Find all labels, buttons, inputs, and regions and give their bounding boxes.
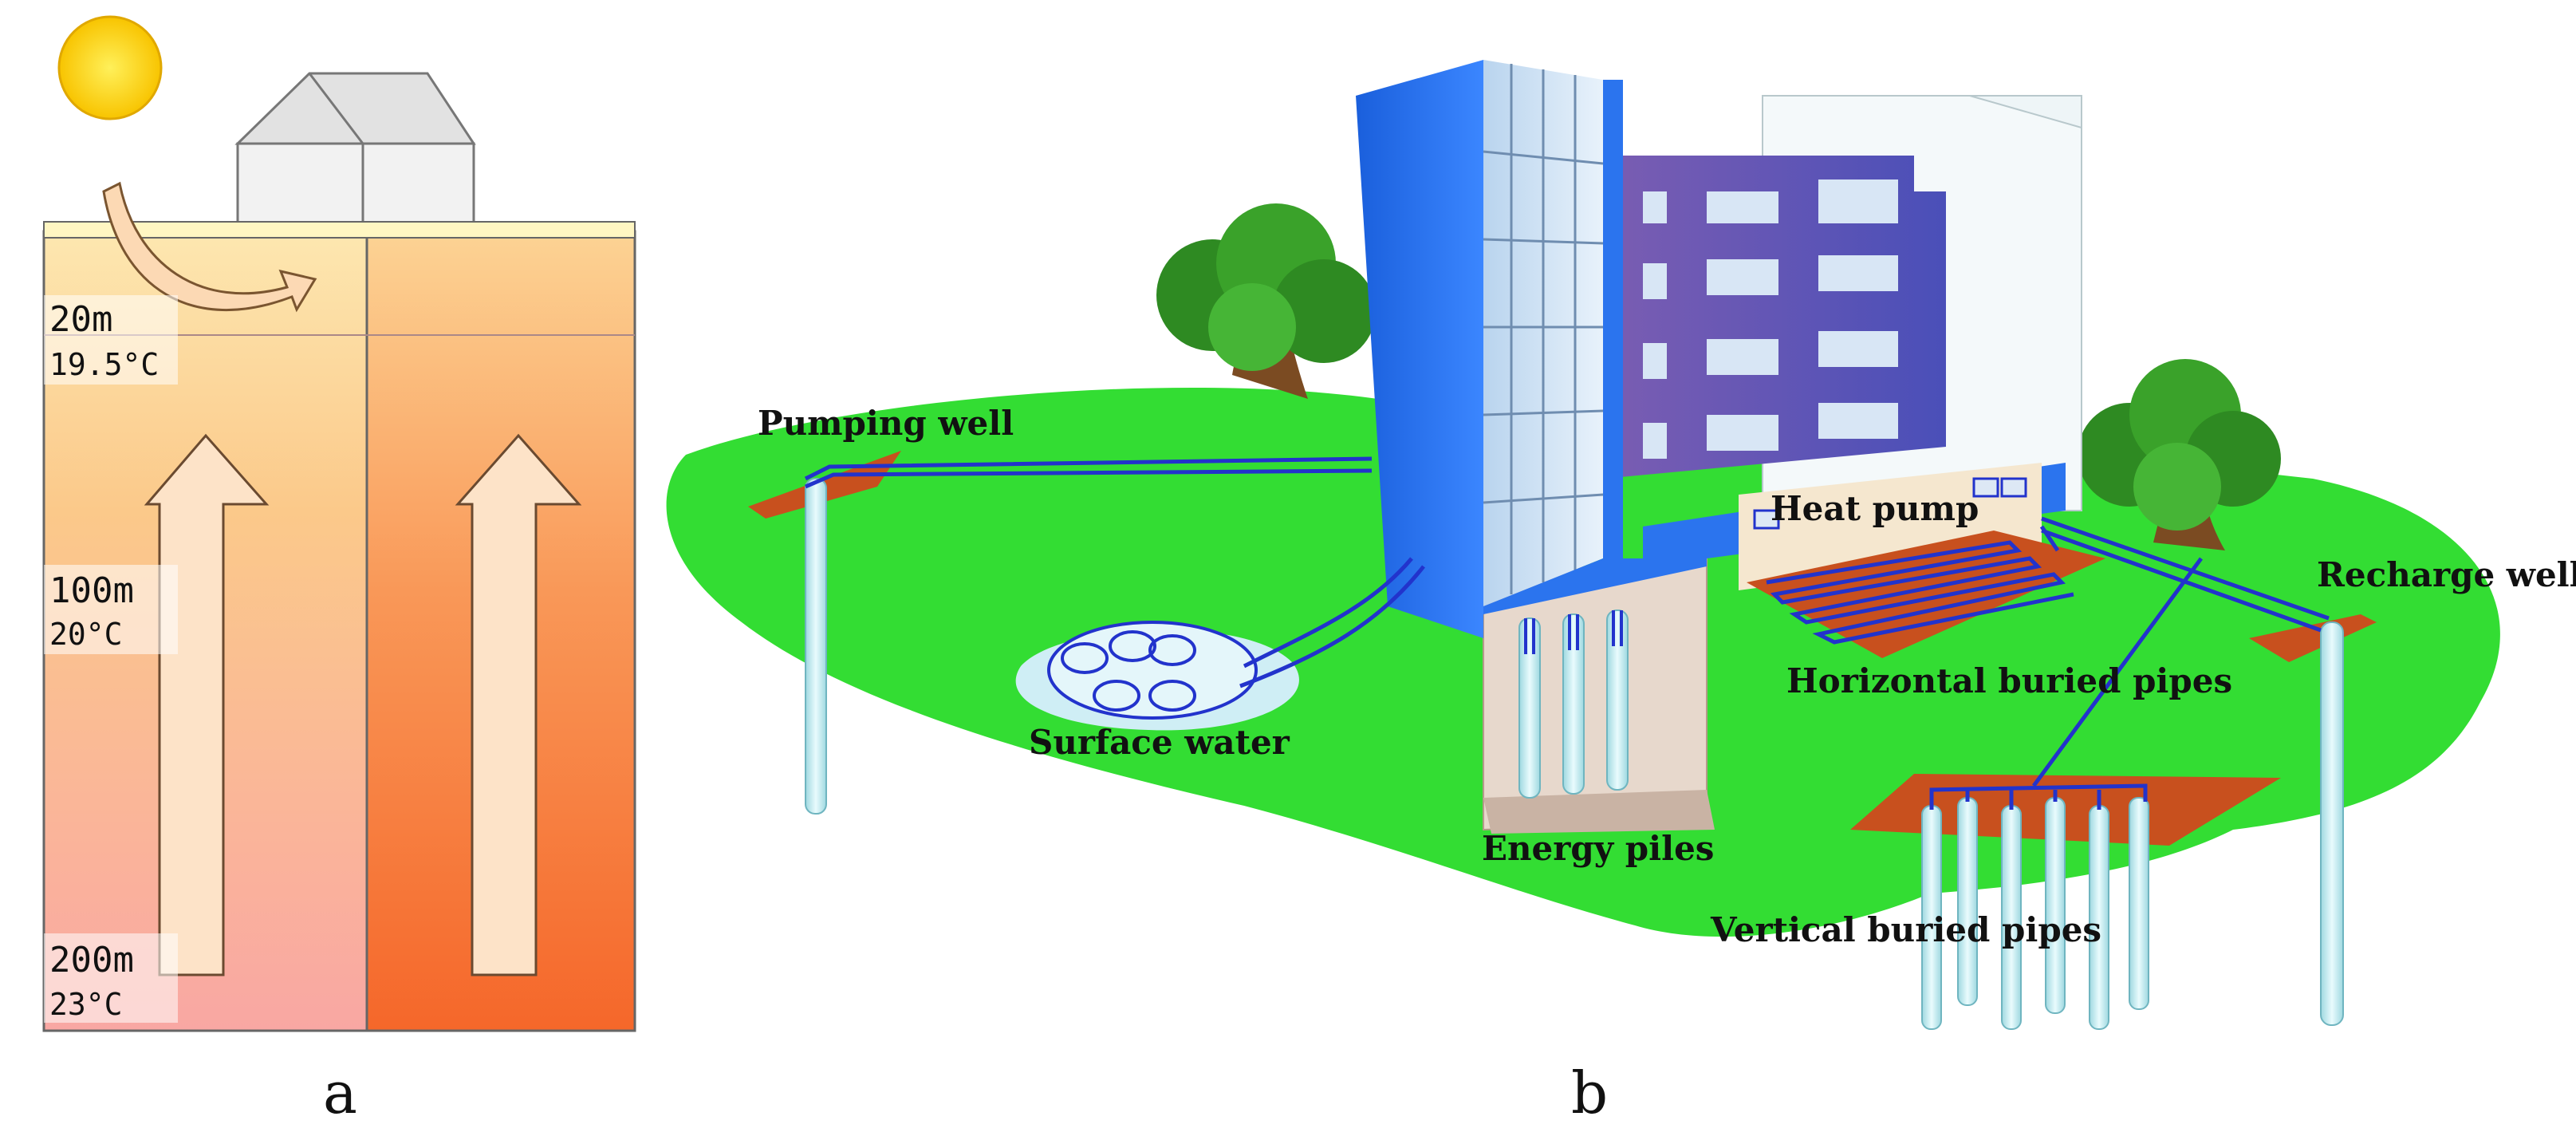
connecting-pipes xyxy=(804,456,2330,688)
recharge-well xyxy=(2249,614,2377,1026)
panel-a: 20m 19.5°C 100m 20°C 200m 23°C a xyxy=(42,15,636,1126)
heat-pump-icon xyxy=(1753,477,2027,530)
tree-right-icon xyxy=(2078,359,2281,550)
sun-icon xyxy=(57,15,163,120)
depth-label-200m: 200m xyxy=(49,940,134,980)
solar-radiation-arrow xyxy=(102,181,317,313)
temp-label-20m: 19.5°C xyxy=(49,347,159,382)
label-vertical-pipes: Vertical buried pipes xyxy=(1710,910,2101,949)
label-energy-piles: Energy piles xyxy=(1482,829,1714,868)
surface-water-pond xyxy=(1015,621,1299,731)
purple-building xyxy=(1603,156,1946,479)
main-building xyxy=(1356,60,2066,834)
depth-label-20m: 20m xyxy=(49,299,112,340)
heat-flow-arrow-right xyxy=(455,433,582,976)
panel-b: Pumping well Heat pump Recharge well Hor… xyxy=(666,60,2576,1126)
label-surface-water: Surface water xyxy=(1029,723,1290,762)
panel-a-caption: a xyxy=(323,1059,357,1126)
energy-piles xyxy=(1518,609,1629,799)
label-pumping-well: Pumping well xyxy=(758,404,1014,443)
panel-b-caption: b xyxy=(1571,1059,1608,1126)
label-horizontal-pipes: Horizontal buried pipes xyxy=(1786,661,2232,700)
horizontal-buried-pipes xyxy=(1747,531,2105,658)
temp-label-100m: 20°C xyxy=(49,617,123,652)
house-icon xyxy=(234,72,476,225)
depth-label-100m: 100m xyxy=(49,570,134,611)
vertical-buried-pipes xyxy=(1850,557,2281,1030)
label-recharge-well: Recharge well xyxy=(2317,555,2576,594)
tree-left-icon xyxy=(1156,203,1376,399)
temp-label-200m: 23°C xyxy=(49,987,123,1022)
label-heat-pump: Heat pump xyxy=(1771,489,1979,528)
surface-layer xyxy=(43,221,636,239)
